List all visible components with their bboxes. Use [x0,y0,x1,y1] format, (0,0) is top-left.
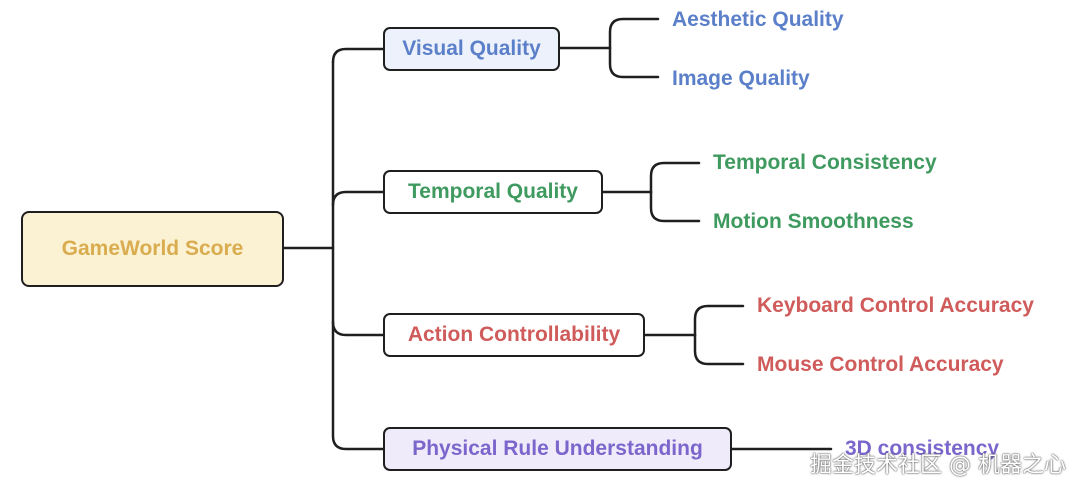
trunk-line [331,47,385,64]
root-node-gameworld-score: GameWorld Score [21,211,284,287]
leaf-3d-consistency: 3D consistency [845,437,1000,460]
branch-label: Temporal Quality [408,180,578,203]
leaf-image-quality: Image Quality [672,67,810,90]
branch-label: Visual Quality [402,37,541,60]
branch-connector-temporal [331,190,385,207]
watermark: 掘金技术社区 @ 机器之心 [810,453,1066,478]
leaf-keyboard-control-accuracy: Keyboard Control Accuracy [757,294,1034,317]
branch-physical-rule-understanding: Physical Rule Understanding [383,427,732,471]
trunk-line-2 [331,60,385,451]
branch-label: Action Controllability [407,323,621,346]
branch-visual-quality: Visual Quality [383,27,560,71]
leaf-motion-smoothness: Motion Smoothness [713,210,914,233]
branch-temporal-quality: Temporal Quality [383,170,603,214]
branch-action-controllability: Action Controllability [383,313,645,357]
leaf-aesthetic-quality: Aesthetic Quality [672,8,844,31]
branch-label: Physical Rule Understanding [412,437,703,460]
leaf-temporal-consistency: Temporal Consistency [713,151,937,174]
branch-connector-action [331,320,385,337]
root-label: GameWorld Score [61,237,244,260]
leaf-mouse-control-accuracy: Mouse Control Accuracy [757,353,1004,376]
